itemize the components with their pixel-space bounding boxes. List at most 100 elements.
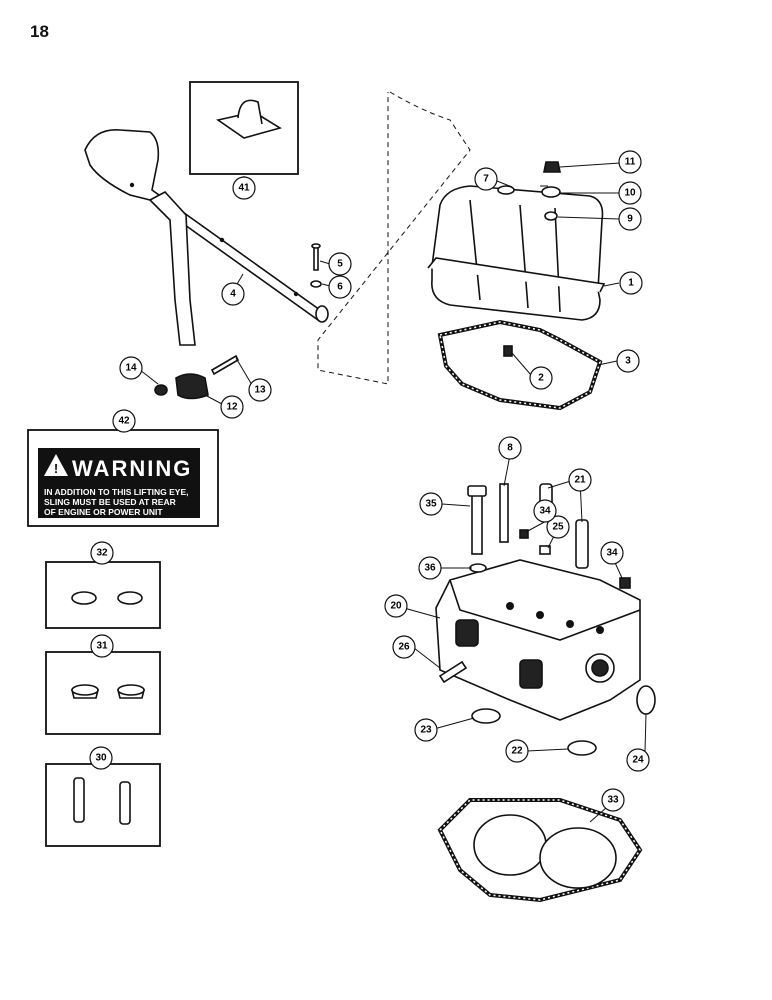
ring-part-23 [471, 708, 501, 724]
bolt-part-35 [471, 491, 483, 555]
nut-part-2 [503, 345, 513, 357]
seal-part-9 [544, 211, 558, 221]
callout-31: 31 [90, 634, 114, 658]
head-gasket [437, 798, 643, 903]
plug-part-24 [636, 685, 656, 715]
svg-text:33: 33 [607, 795, 619, 806]
callout-8: 8 [498, 436, 522, 460]
svg-text:32: 32 [96, 548, 108, 559]
callout-14: 14 [119, 356, 143, 380]
callout-24: 24 [626, 748, 650, 772]
callout-11: 11 [618, 150, 642, 174]
svg-text:7: 7 [483, 174, 489, 185]
warning-word: WARNING [72, 456, 192, 481]
callout-22: 22 [505, 739, 529, 763]
callout-32: 32 [90, 541, 114, 565]
callout-33: 33 [601, 788, 625, 812]
svg-text:9: 9 [627, 214, 633, 225]
svg-text:13: 13 [254, 385, 266, 396]
bolt-part-13 [210, 354, 240, 376]
svg-text:12: 12 [226, 402, 238, 413]
washer-part-7 [497, 185, 515, 195]
svg-text:22: 22 [511, 746, 523, 757]
callout-30: 30 [89, 746, 113, 770]
valve-cover [427, 185, 606, 321]
svg-text:8: 8 [507, 443, 513, 454]
svg-text:31: 31 [96, 641, 108, 652]
ring-part-22 [567, 740, 597, 756]
warning-line-2: SLING MUST BE USED AT REAR [44, 497, 176, 507]
callout-5: 5 [328, 252, 352, 276]
detail-box-32 [45, 561, 161, 629]
callout-34-upper: 34 [533, 499, 557, 523]
callout-12: 12 [220, 395, 244, 419]
callout-20: 20 [384, 594, 408, 618]
callout-1: 1 [619, 271, 643, 295]
svg-text:5: 5 [337, 259, 343, 270]
svg-text:35: 35 [425, 499, 437, 510]
phantom-line [317, 91, 471, 385]
bolt-part-5 [311, 243, 321, 271]
plug-part-34a [519, 529, 529, 539]
callout-23: 23 [414, 718, 438, 742]
svg-text:41: 41 [238, 183, 250, 194]
callout-3: 3 [616, 349, 640, 373]
stud-part-8 [499, 483, 509, 543]
svg-text:4: 4 [230, 289, 236, 300]
callout-7: 7 [474, 167, 498, 191]
svg-text:36: 36 [424, 563, 436, 574]
detail-box-31 [45, 651, 161, 735]
callout-36: 36 [418, 556, 442, 580]
callout-9: 9 [618, 207, 642, 231]
plug-part-34b [619, 577, 631, 589]
callout-10: 10 [618, 181, 642, 205]
plug-part-25 [539, 545, 551, 555]
washer-part-36 [469, 563, 487, 573]
svg-text:34: 34 [539, 506, 551, 517]
svg-text:11: 11 [625, 157, 636, 168]
valve-cover-gasket [437, 319, 603, 411]
callout-41: 41 [232, 176, 256, 200]
svg-text:2: 2 [538, 373, 544, 384]
warning-line-3: OF ENGINE OR POWER UNIT [44, 507, 163, 517]
lifting-eye-tube [84, 129, 329, 346]
clamp-part-12 [175, 373, 209, 400]
svg-text:21: 21 [574, 475, 586, 486]
svg-text:1: 1 [628, 278, 634, 289]
grommet-part-10 [541, 186, 561, 198]
nut-part-11 [543, 161, 561, 173]
callout-21: 21 [568, 468, 592, 492]
callout-25: 25 [546, 515, 570, 539]
bracket-detail-41 [216, 99, 282, 139]
svg-text:23: 23 [420, 725, 432, 736]
callout-42: 42 [112, 409, 136, 433]
detail-box-30 [45, 763, 161, 847]
callout-2: 2 [529, 366, 553, 390]
callout-6: 6 [328, 275, 352, 299]
svg-text:14: 14 [125, 363, 137, 374]
svg-text:10: 10 [624, 188, 636, 199]
callout-35: 35 [419, 492, 443, 516]
svg-text:34: 34 [606, 548, 618, 559]
svg-text:20: 20 [390, 601, 402, 612]
stud-part-26 [438, 660, 468, 684]
callout-4: 4 [221, 282, 245, 306]
nut-part-14 [154, 384, 168, 396]
callout-34-lower: 34 [600, 541, 624, 565]
washer-part-6 [310, 280, 322, 288]
svg-text:30: 30 [95, 753, 107, 764]
callout-13: 13 [248, 378, 272, 402]
svg-text:26: 26 [398, 642, 410, 653]
page-number: 18 [30, 22, 49, 41]
svg-text:42: 42 [118, 416, 130, 427]
svg-text:24: 24 [632, 755, 644, 766]
svg-text:3: 3 [625, 356, 631, 367]
cylinder-head [435, 559, 641, 721]
warning-decal-42: ! WARNING IN ADDITION TO THIS LIFTING EY… [27, 429, 219, 527]
callout-26: 26 [392, 635, 416, 659]
svg-text:6: 6 [337, 282, 343, 293]
svg-text:!: ! [54, 461, 58, 476]
seals [471, 685, 656, 756]
